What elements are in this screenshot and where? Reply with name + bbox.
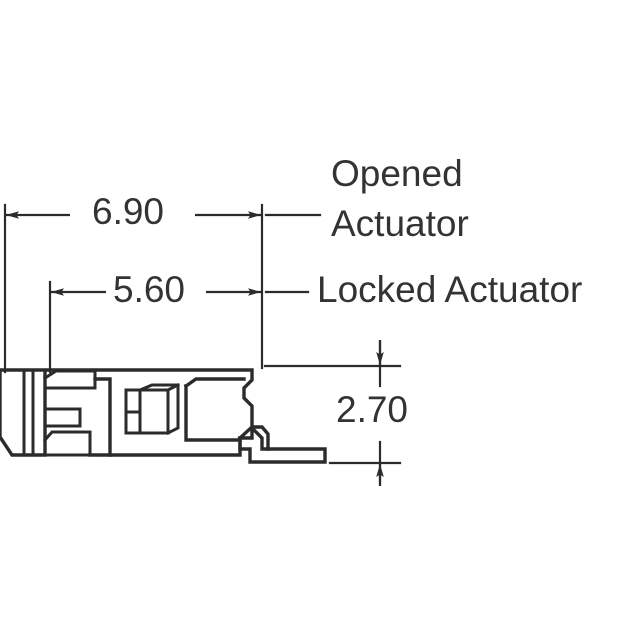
dimension-arrow-lines: [6, 211, 384, 486]
callout-locked-actuator: Locked Actuator: [317, 269, 583, 310]
latch-arm-upper: [42, 369, 97, 390]
center-block-right: [184, 384, 242, 442]
actuator-window-3d-edge: [165, 382, 181, 393]
center-block-top-chamfer: [183, 377, 246, 389]
leader-lines: [264, 213, 322, 294]
dimension-extension-lines: [3, 203, 402, 486]
dimension-label-560: 5.60: [113, 269, 186, 310]
dimension-label-270: 2.70: [336, 389, 409, 430]
callout-opened-actuator-line1: Opened: [331, 153, 463, 194]
body-lower-edge: [88, 436, 242, 457]
latch-arm-shelf: [43, 386, 82, 428]
latch-arm-lower: [42, 430, 92, 457]
center-block-left: [93, 377, 112, 457]
right-tab-hook: [237, 425, 270, 451]
callout-opened-actuator-line2: Actuator: [331, 203, 469, 244]
connector-profile-outline: [0, 368, 327, 464]
actuator-window-3d-face: [138, 383, 180, 436]
dimension-label-690: 6.90: [92, 191, 165, 232]
